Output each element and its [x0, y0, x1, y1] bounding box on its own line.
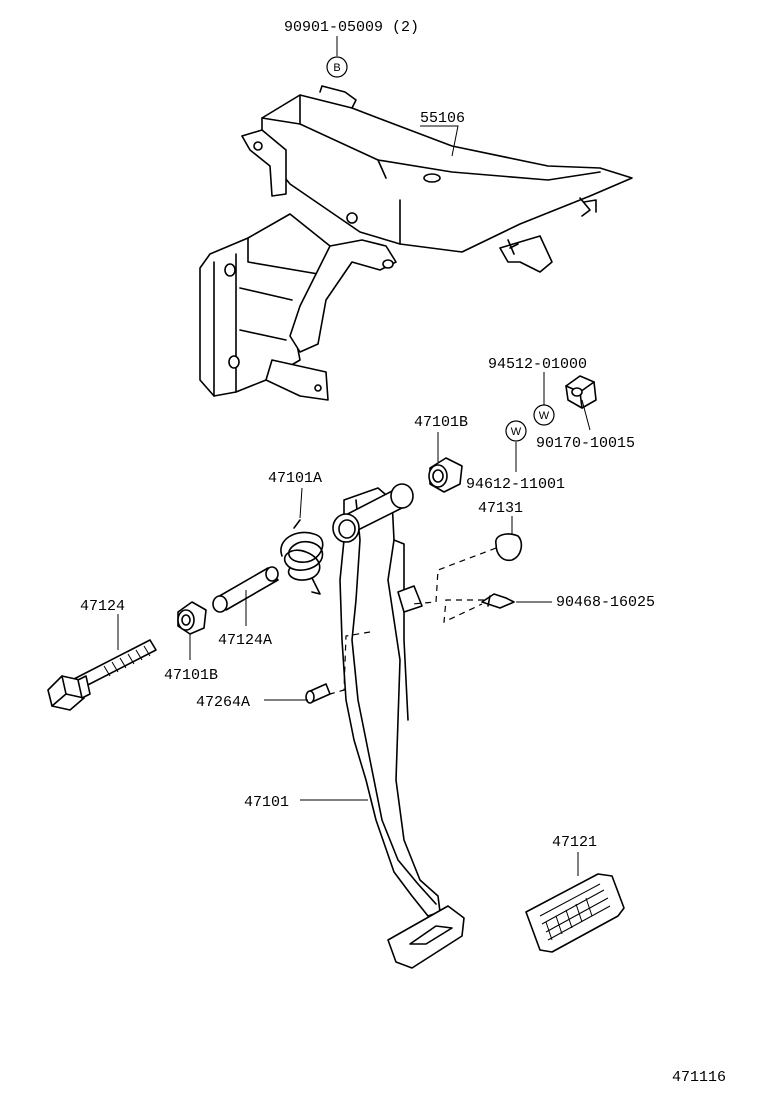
bushing-lower [177, 601, 207, 635]
callout-47101b-upper: 47101B [414, 414, 468, 431]
svg-text:W: W [539, 410, 550, 422]
svg-text:W: W [511, 426, 522, 438]
nut-hex [565, 375, 597, 409]
assembly-lines [329, 547, 497, 695]
leader-lines [117, 36, 591, 876]
callout-55106: 55106 [420, 110, 465, 127]
callout-47101b-lower: 47101B [164, 667, 218, 684]
bushing-upper [428, 457, 463, 493]
svg-text:B: B [333, 62, 340, 74]
callout-47124a: 47124A [218, 632, 272, 649]
pedal-bracket [199, 85, 633, 401]
callout-47101: 47101 [244, 794, 289, 811]
stopper-bolt [305, 683, 331, 704]
figure-number: 471116 [672, 1069, 726, 1086]
callout-94612-11001: 94612-11001 [466, 476, 565, 493]
callout-90901-05009: 90901-05009 (2) [284, 19, 419, 36]
badge-b: B [326, 56, 348, 78]
badge-w-clip: W [533, 404, 555, 426]
callout-90468-16025: 90468-16025 [556, 594, 655, 611]
callout-47131: 47131 [478, 500, 523, 517]
callout-47121: 47121 [552, 834, 597, 851]
callout-90170-10015: 90170-10015 [536, 435, 635, 452]
pedal-arm [332, 483, 465, 969]
collar-sleeve [212, 566, 279, 613]
callout-94512-01000: 94512-01000 [488, 356, 587, 373]
cushion [495, 533, 523, 562]
pedal-pad [525, 873, 625, 953]
callout-47101a: 47101A [268, 470, 322, 487]
badge-w-washer: W [505, 420, 527, 442]
pivot-bolt [47, 639, 157, 711]
return-spring [280, 519, 324, 595]
clevis-pin [481, 593, 515, 609]
callout-47124: 47124 [80, 598, 125, 615]
callout-47264a: 47264A [196, 694, 250, 711]
